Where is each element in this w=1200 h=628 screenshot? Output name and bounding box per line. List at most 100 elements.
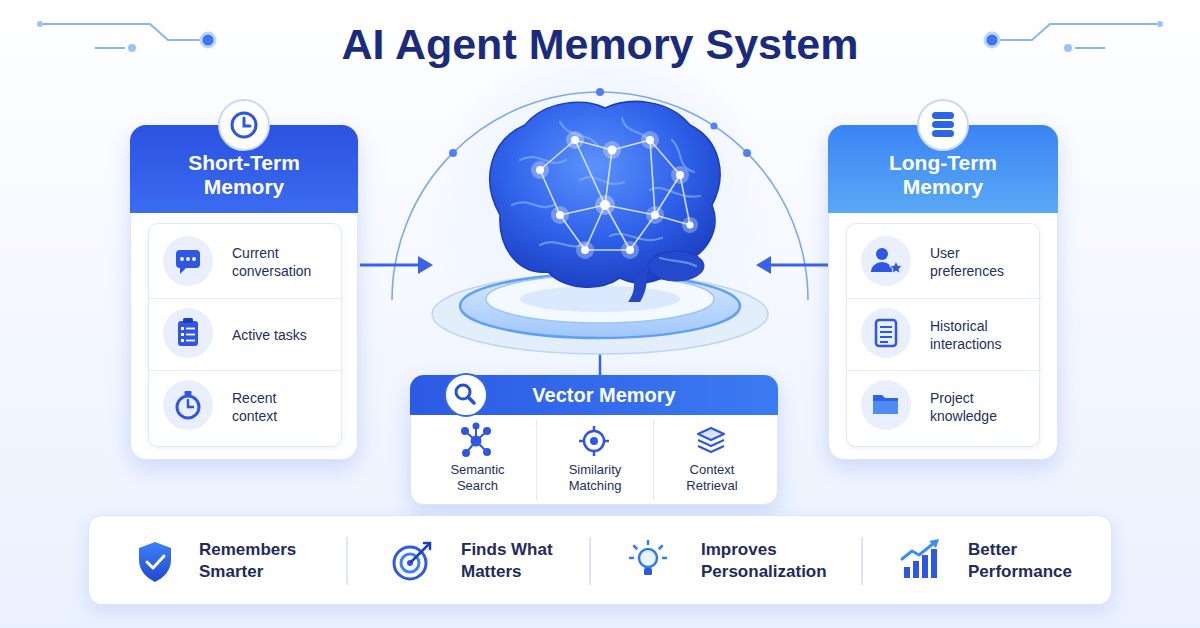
arrow bbox=[770, 264, 828, 267]
brain-illustration bbox=[580, 177, 624, 184]
chat-icon bbox=[176, 250, 200, 268]
network-icon bbox=[474, 424, 479, 429]
benefit-band: Remembers SmarterFinds What MattersImpro… bbox=[88, 515, 1112, 605]
brain-illustration bbox=[512, 202, 556, 207]
shield-icon bbox=[139, 542, 171, 582]
item-label: User preferences bbox=[930, 244, 1020, 280]
vector-feature: Semantic Search bbox=[419, 420, 536, 500]
user-star-icon bbox=[890, 261, 903, 274]
network-icon bbox=[476, 431, 487, 441]
circuit-decoration bbox=[128, 44, 136, 52]
document-icon bbox=[880, 326, 892, 328]
benefit-text: Finds What Matters bbox=[461, 539, 581, 583]
arrow bbox=[360, 264, 420, 267]
benefit-text: Improves Personalization bbox=[701, 539, 841, 583]
item-label: Similarity Matching bbox=[552, 462, 638, 494]
search-icon bbox=[468, 397, 474, 403]
clock-icon bbox=[219, 100, 269, 150]
growth-chart-icon bbox=[931, 549, 937, 578]
brain-illustration bbox=[595, 195, 615, 215]
brain-illustration bbox=[536, 166, 544, 174]
database-icon bbox=[918, 100, 968, 150]
circuit-decoration bbox=[1064, 44, 1072, 52]
circuit-decoration bbox=[1075, 47, 1105, 49]
lightbulb-icon bbox=[630, 541, 666, 575]
bullseye-icon bbox=[407, 560, 413, 566]
brain-halo bbox=[425, 30, 775, 380]
target-icon bbox=[579, 426, 609, 456]
growth-chart-icon bbox=[904, 567, 910, 578]
circuit-decoration bbox=[95, 47, 125, 49]
brain-illustration bbox=[556, 211, 564, 219]
layers-icon bbox=[698, 440, 724, 446]
layers-icon bbox=[698, 446, 724, 452]
brain-illustration bbox=[576, 241, 594, 259]
clock-icon bbox=[219, 100, 269, 150]
brain-illustration bbox=[575, 140, 605, 205]
circuit-decoration bbox=[201, 33, 215, 47]
growth-chart-icon bbox=[913, 561, 919, 578]
brain-illustration bbox=[650, 188, 700, 197]
chat-icon bbox=[192, 257, 196, 261]
item-label: Recent context bbox=[232, 389, 322, 425]
orbit-arc bbox=[392, 92, 808, 300]
item-label: Semantic Search bbox=[435, 462, 521, 494]
network-icon bbox=[466, 441, 476, 453]
network-icon bbox=[484, 428, 490, 434]
lightbulb-icon bbox=[644, 568, 652, 575]
brain-illustration bbox=[641, 131, 659, 149]
target-icon bbox=[593, 426, 596, 432]
database-icon bbox=[932, 130, 954, 137]
memory-item: Current conversation bbox=[148, 226, 342, 298]
memory-panel: Long-Term MemoryUser preferencesHistoric… bbox=[828, 125, 1058, 460]
brain-illustration bbox=[490, 101, 720, 302]
layers-icon bbox=[698, 428, 724, 452]
brain-illustration bbox=[628, 272, 647, 302]
circuit-decoration bbox=[37, 21, 43, 27]
circuit-decoration bbox=[40, 24, 200, 40]
lightbulb-icon bbox=[660, 546, 663, 549]
target-icon bbox=[584, 431, 604, 451]
chat-icon bbox=[163, 236, 213, 286]
network-icon bbox=[475, 426, 477, 441]
document-icon bbox=[876, 320, 896, 346]
vector-panel: Vector MemorySemantic Search Similarity M… bbox=[410, 375, 778, 505]
band-divider bbox=[346, 537, 348, 585]
growth-chart-icon bbox=[929, 539, 939, 548]
panel-title: Vector Memory bbox=[532, 383, 675, 407]
bullseye-icon bbox=[424, 543, 430, 549]
checklist-icon bbox=[178, 321, 198, 346]
brain-illustration bbox=[608, 146, 617, 155]
brain-illustration bbox=[651, 211, 659, 219]
panel-header: Vector Memory bbox=[410, 375, 778, 415]
network-icon bbox=[465, 431, 476, 441]
stopwatch-icon bbox=[185, 391, 192, 395]
brain-illustration bbox=[650, 140, 655, 215]
brain-illustration bbox=[540, 140, 690, 250]
item-label: Active tasks bbox=[232, 326, 307, 344]
stopwatch-icon bbox=[188, 406, 193, 409]
band-divider bbox=[861, 537, 863, 585]
circuit-decoration bbox=[1000, 24, 1160, 40]
brain-illustration bbox=[490, 101, 720, 287]
chat-icon bbox=[180, 257, 184, 261]
vector-feature: Similarity Matching bbox=[536, 420, 653, 500]
folder-icon bbox=[861, 380, 911, 430]
memory-item: Historical interactions bbox=[846, 298, 1042, 370]
panel-header: Long-Term Memory bbox=[828, 125, 1058, 213]
brain-illustration bbox=[610, 234, 662, 240]
checklist-icon bbox=[163, 308, 213, 358]
checklist-icon bbox=[186, 328, 195, 330]
target-icon bbox=[579, 440, 585, 443]
chat-icon bbox=[186, 257, 190, 261]
brain-illustration bbox=[566, 131, 584, 149]
memory-item: Recent context bbox=[148, 370, 342, 442]
panel-header: Short-Term Memory bbox=[130, 125, 358, 213]
user-star-icon bbox=[861, 236, 911, 286]
chat-icon bbox=[180, 267, 187, 274]
item-label: Current conversation bbox=[232, 244, 322, 280]
diagram-title: AI Agent Memory System bbox=[0, 18, 1200, 70]
brain-illustration bbox=[531, 131, 698, 259]
bullseye-icon bbox=[411, 545, 428, 562]
